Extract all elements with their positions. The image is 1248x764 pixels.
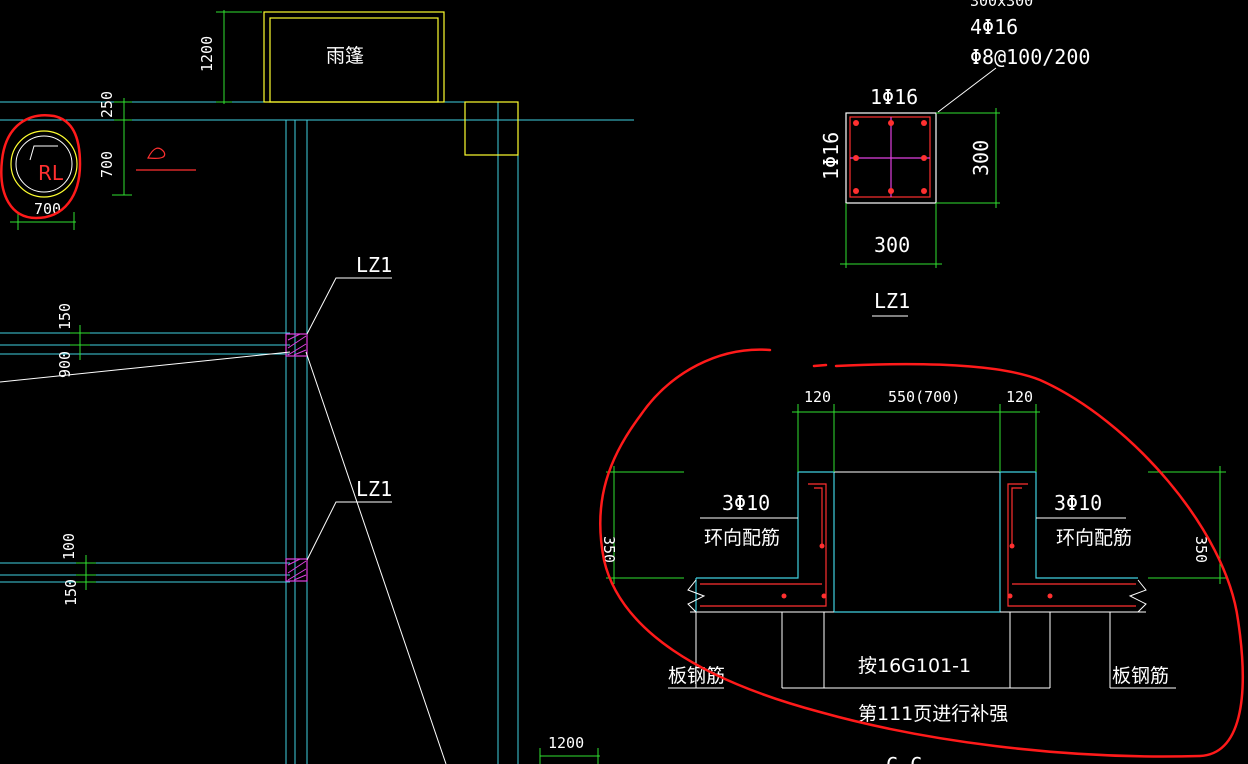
column-stirrup [849, 116, 931, 198]
dim-250: 250 [98, 91, 116, 118]
column-spec-stirrup: Φ8@100/200 [970, 45, 1090, 69]
markup-circle-rl [0, 114, 82, 220]
column-marker-lower [285, 558, 308, 582]
markup-annotations [0, 114, 1244, 758]
dim-1200-bottom: 1200 [548, 734, 584, 752]
left-ring-note: 环向配筋 [704, 527, 780, 549]
opening-dim-right: 120 [1006, 388, 1033, 406]
column-dimension-lines [840, 108, 1000, 268]
column-top-bar-label: 1Φ16 [870, 85, 918, 109]
cross-ties [850, 117, 930, 197]
dim-900: 900 [56, 351, 74, 378]
lz1-label-upper: LZ1 [356, 253, 392, 277]
lz1-label-lower: LZ1 [356, 477, 392, 501]
dim-700-vertical: 700 [98, 151, 116, 178]
opening-rebar-dots [781, 543, 1053, 599]
rebar-dots [853, 120, 927, 194]
section-mark: C—C [886, 753, 922, 764]
canopy-outline [263, 11, 519, 156]
opening-dimension-lines [606, 404, 1226, 584]
reinforcement-note-line-1: 按16G101-1 [858, 655, 971, 677]
slab-rebar-right: 板钢筋 [1112, 665, 1169, 687]
right-ring-note: 环向配筋 [1056, 527, 1132, 549]
leader-lines [0, 277, 447, 764]
column-outline [845, 112, 937, 204]
column-name: LZ1 [874, 289, 910, 313]
opening-rebar [700, 483, 1136, 607]
column-dim-bottom: 300 [874, 233, 910, 257]
opening-outline [668, 471, 1176, 689]
column-dim-right: 300 [969, 140, 993, 176]
dim-1200-top: 1200 [198, 36, 216, 72]
slab-rebar-left: 板钢筋 [668, 665, 725, 687]
canopy-label: 雨篷 [326, 45, 364, 67]
dim-100: 100 [60, 533, 78, 560]
opening-dim-height-right: 350 [1192, 536, 1210, 563]
dim-150-lower: 150 [62, 579, 80, 606]
dim-150-upper: 150 [56, 303, 74, 330]
beam-lines [0, 12, 634, 764]
rl-label: RL [38, 161, 64, 185]
plan-view: 雨篷 1200 250 700 700 150 [0, 10, 634, 764]
section-marker [136, 147, 196, 171]
opening-dim-mid: 550(700) [888, 388, 960, 406]
reinforcement-note-line-2: 第111页进行补强 [858, 703, 1008, 725]
plan-dimension-lines [10, 10, 600, 764]
column-spec-partial: 300x300 [970, 0, 1033, 10]
left-ring-bars: 3Φ10 [722, 491, 770, 515]
right-ring-bars: 3Φ10 [1054, 491, 1102, 515]
dim-700-horizontal: 700 [34, 200, 61, 218]
markup-loop-opening [599, 348, 1244, 758]
column-marker-upper [285, 333, 308, 357]
opening-dim-left: 120 [804, 388, 831, 406]
column-section: 300x300 4Φ16 Φ8@100/200 1Φ16 1Φ16 300 30… [819, 0, 1090, 317]
opening-detail: 120 550(700) 120 350 350 3Φ10 环向配筋 3Φ10 … [600, 388, 1226, 764]
column-spec-main-bars: 4Φ16 [970, 15, 1018, 39]
spec-leader [937, 67, 997, 113]
markup-dash [812, 363, 828, 368]
column-side-bar-label: 1Φ16 [819, 132, 843, 180]
rl-symbol: RL [10, 130, 78, 198]
